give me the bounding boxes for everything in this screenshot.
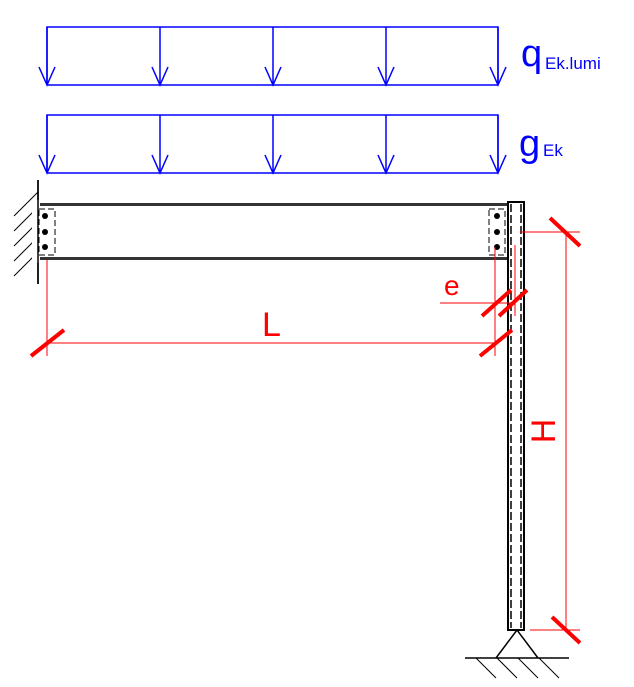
dimension-height <box>520 216 582 645</box>
arrow-head-icon <box>151 66 169 87</box>
arrow-head-icon <box>377 66 395 87</box>
height-label: H <box>525 419 563 444</box>
dead-load-subscript: Ek <box>543 141 563 160</box>
arrow-head-icon <box>489 154 507 175</box>
bolts <box>42 213 500 250</box>
span-label: L <box>262 306 281 344</box>
arrow-head-icon <box>38 66 56 87</box>
dimension-span <box>29 247 514 358</box>
arrow-head-icon <box>264 154 282 175</box>
right-connection-plate <box>488 208 506 256</box>
dimension-eccentricity <box>440 245 529 318</box>
live-load-symbol: q <box>521 33 542 75</box>
arrow-head-icon <box>264 66 282 87</box>
arrow-head-icon <box>489 66 507 87</box>
arrow-head-icon <box>38 154 56 175</box>
beam <box>32 203 508 260</box>
arrow-head-icon <box>377 154 395 175</box>
dead-load <box>38 114 507 175</box>
arrow-head-icon <box>151 154 169 175</box>
column <box>507 201 525 631</box>
pin-support <box>465 628 569 679</box>
eccentricity-label: e <box>444 270 460 301</box>
live-load-subscript: Ek.lumi <box>545 54 601 73</box>
left-connection-plate <box>38 208 56 256</box>
live-load <box>38 26 507 87</box>
dead-load-symbol: g <box>519 123 540 165</box>
